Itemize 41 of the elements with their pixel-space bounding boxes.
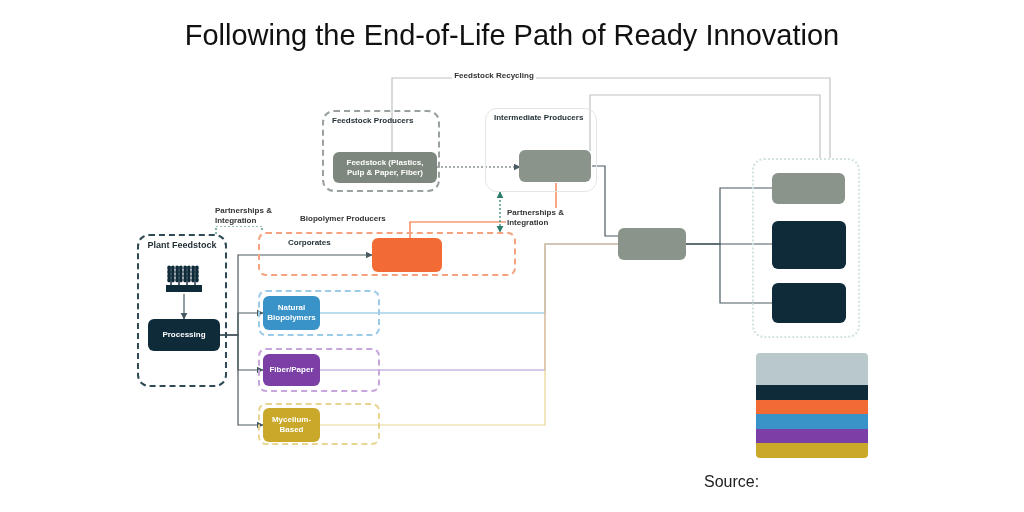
- group-heading: Corporates: [287, 238, 332, 248]
- process-box: [263, 408, 320, 442]
- connector: [589, 94, 821, 159]
- group-container: [137, 234, 227, 387]
- edge-label: Feedstock Recycling: [452, 71, 536, 81]
- connector: [591, 165, 619, 237]
- group-heading: Intermediate Producers: [493, 113, 585, 123]
- connector: [219, 334, 264, 429]
- source-label: Source:: [704, 472, 760, 492]
- group-heading: Plant Feedstock: [146, 240, 218, 252]
- connector: [180, 293, 188, 320]
- process-box: [519, 150, 591, 182]
- section-label: Biopolymer Producers: [300, 213, 386, 225]
- box-label: Feedstock (Plastics, Pulp & Paper, Fiber): [345, 157, 425, 178]
- group-container: [485, 108, 597, 192]
- process-box: [372, 238, 442, 272]
- process-box: [772, 173, 845, 204]
- group-container: [752, 158, 860, 338]
- process-box: [148, 319, 220, 351]
- process-box: [772, 283, 846, 323]
- box-label: Processing: [161, 330, 207, 340]
- process-box: [772, 221, 846, 269]
- process-box: [263, 296, 320, 330]
- process-box: [333, 152, 437, 183]
- box-label: Natural Biopolymers: [266, 303, 317, 323]
- connector: [319, 243, 619, 426]
- group-container: [322, 110, 440, 192]
- connector: [215, 225, 263, 235]
- process-box: [263, 354, 320, 386]
- group-container: [258, 290, 380, 336]
- box-label: Mycelium-Based: [270, 415, 313, 435]
- group-container: [258, 403, 380, 445]
- connector: [436, 163, 521, 171]
- connector: [685, 243, 773, 304]
- group-container: [258, 348, 380, 392]
- process-box: [618, 228, 686, 260]
- title: Following the End-of-Life Path of Ready Innovation: [183, 18, 841, 53]
- connector: [496, 191, 504, 233]
- group-heading: Feedstock Producers: [331, 116, 415, 126]
- group-container: [258, 232, 516, 276]
- box-label: Fiber/Paper: [268, 365, 315, 375]
